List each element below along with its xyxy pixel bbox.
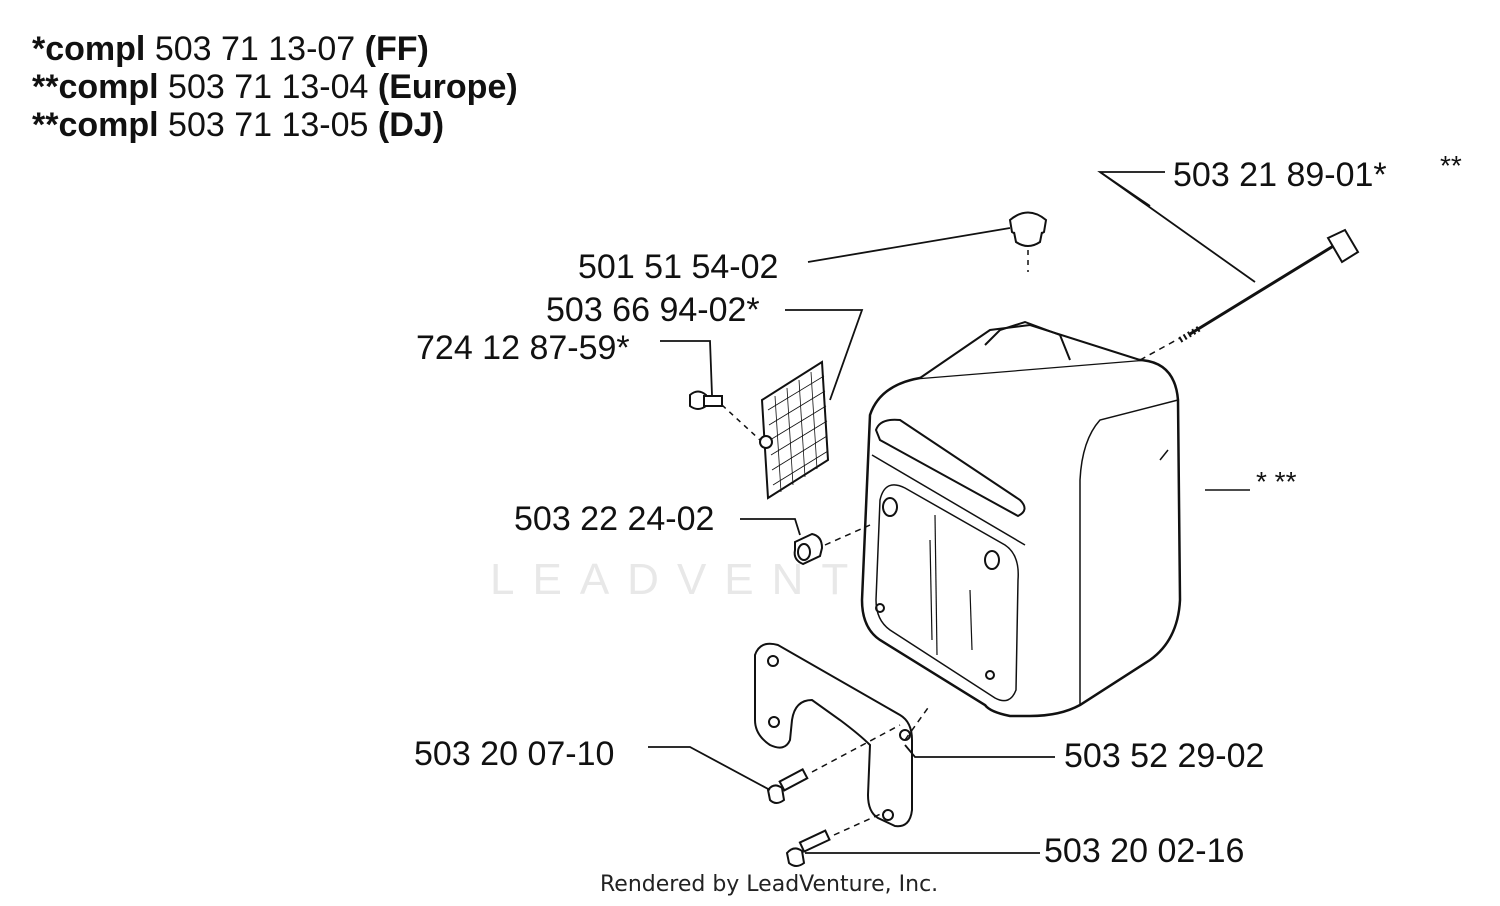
muffler-part xyxy=(860,320,1250,718)
part-label-bottom-screw[interactable]: 503 20 02-16 xyxy=(1044,832,1245,870)
header-prefix: *compl xyxy=(32,30,146,68)
bottom-screw-part xyxy=(785,811,886,867)
header-line-europe: **compl 503 71 13-04 (Europe) xyxy=(32,68,518,106)
part-label-spacer[interactable]: 503 22 24-02 xyxy=(514,500,715,538)
bracket-part xyxy=(754,642,913,828)
header-prefix: **compl xyxy=(32,68,159,106)
screen-screw-part xyxy=(689,390,761,441)
part-label-bolt-long[interactable]: 503 21 89-01* xyxy=(1173,156,1387,194)
part-marker-bolt-long: ** xyxy=(1440,150,1462,181)
header-variant: (FF) xyxy=(364,30,429,68)
part-label-screen-screw[interactable]: 724 12 87-59* xyxy=(416,329,630,367)
part-label-cap[interactable]: 501 51 54-02 xyxy=(578,248,779,286)
leader-lines xyxy=(648,171,1256,854)
part-label-bracket-screw[interactable]: 503 20 07-10 xyxy=(414,735,615,773)
header-line-dj: **compl 503 71 13-05 (DJ) xyxy=(32,106,518,144)
part-label-screen[interactable]: 503 66 94-02* xyxy=(546,291,760,329)
part-label-bracket[interactable]: 503 52 29-02 xyxy=(1064,737,1265,775)
footer-credit: Rendered by LeadVenture, Inc. xyxy=(600,872,939,897)
header-prefix: **compl xyxy=(32,106,159,144)
header-number: 503 71 13-07 xyxy=(154,30,356,68)
spacer-part xyxy=(793,524,871,566)
bracket-screw-part xyxy=(766,724,901,804)
header-line-ff: *compl 503 71 13-07 (FF) xyxy=(32,30,518,68)
header-number: 503 71 13-04 xyxy=(168,68,369,106)
part-marker-muffler[interactable]: * ** xyxy=(1256,466,1297,497)
header-number: 503 71 13-05 xyxy=(168,106,369,144)
long-bolt-part xyxy=(1139,228,1360,361)
cap-part xyxy=(1008,211,1048,272)
screen-part xyxy=(759,360,830,500)
header-variant: (Europe) xyxy=(377,68,518,106)
header-variant: (DJ) xyxy=(377,106,445,144)
assembly-header: *compl 503 71 13-07 (FF) **compl 503 71 … xyxy=(32,30,518,144)
